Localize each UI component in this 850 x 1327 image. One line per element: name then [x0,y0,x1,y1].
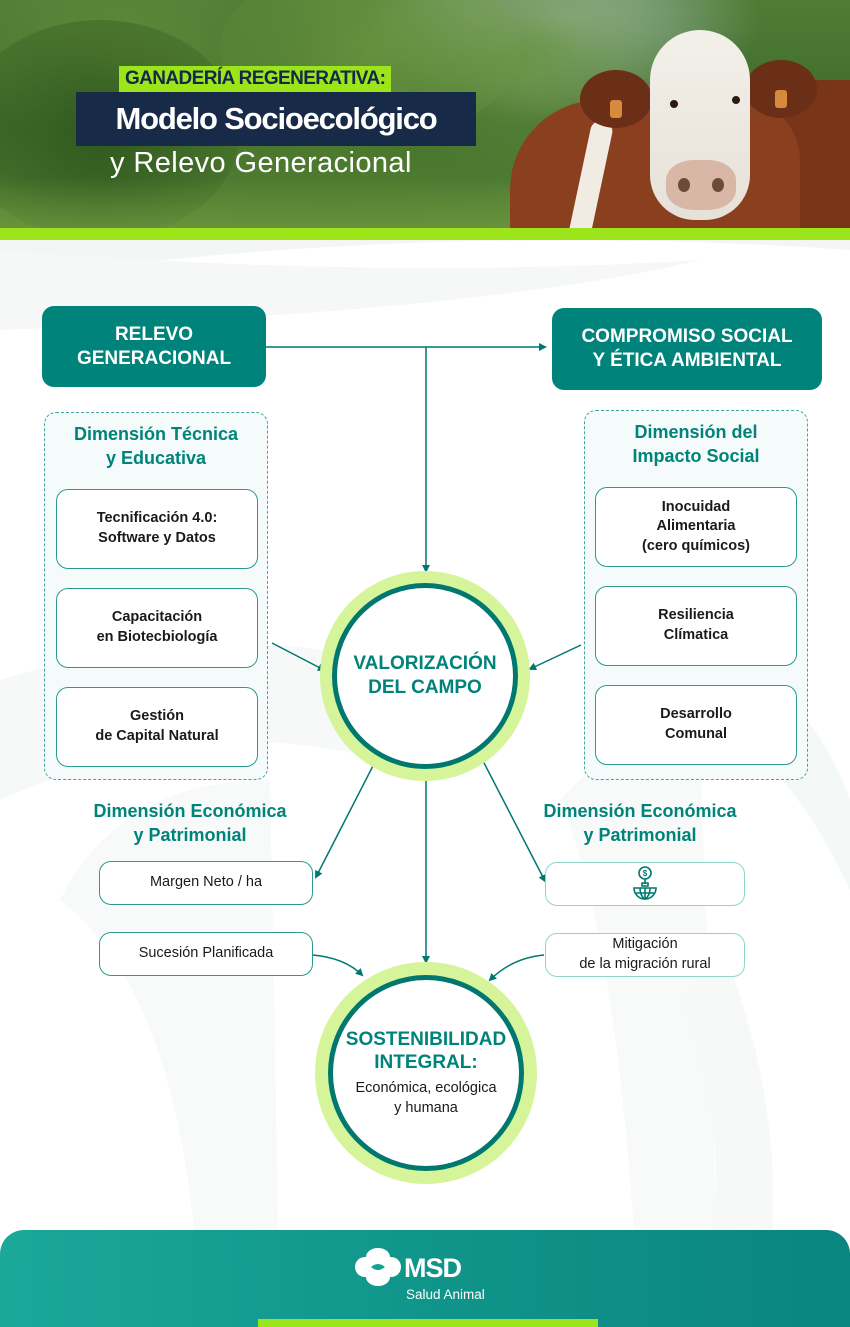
svg-text:$: $ [643,869,648,878]
item-sucesion-planificada: Sucesión Planificada [99,932,313,976]
category-relevo-generacional: RELEVO GENERACIONAL [42,306,266,387]
panel-title: Dimensión Técnica y Educativa [45,423,267,471]
brand-division: Salud Animal [406,1287,485,1302]
panel-title-line: y Educativa [105,447,207,468]
item-line: Inocuidad [661,498,731,515]
item-line: Clímatica [663,627,729,643]
lime-divider [0,228,850,240]
msd-logo-icon [355,1248,401,1286]
item-line: de la migración rural [579,956,711,972]
cow-photo [470,10,850,228]
hero-banner: GANADERÍA REGENERATIVA: Modelo Socioecol… [0,0,850,228]
item-line: Tecnificación 4.0: [96,510,218,527]
item-line: Alimentaria [656,518,736,535]
node-sostenibilidad-integral: SOSTENIBILIDAD INTEGRAL: Económica, ecol… [315,962,537,1184]
item-line: Mitigación [612,936,678,953]
eco-right-title: Dimensión Económica y Patrimonial [520,800,760,848]
item-line: Gestión [130,708,184,725]
footer [0,1230,850,1327]
node-title: SOSTENIBILIDAD INTEGRAL: [346,1028,506,1076]
item-resiliencia: Resiliencia Clímatica [595,586,797,666]
eco-title-line: Dimensión Económica [93,801,287,821]
page-subtitle: y Relevo Generacional [110,147,412,179]
item-line: en Biotecbiología [96,629,218,645]
item-line: de Capital Natural [95,728,219,744]
item-line: Sucesión Planificada [138,945,274,962]
panel-title-line: Dimensión Técnica [73,424,239,444]
node-subtitle-line: Económica, ecológica [355,1080,497,1097]
panel-title: Dimensión del Impacto Social [585,421,807,469]
category-line: RELEVO [114,323,194,345]
panel-title-line: Impacto Social [632,445,760,466]
header-title-box: Modelo Socioecológico [76,92,476,146]
item-capacitacion: Capacitación en Biotecbiología [56,588,258,668]
category-compromiso-social: COMPROMISO SOCIAL Y ÉTICA AMBIENTAL [552,308,822,390]
eco-title-line: y Patrimonial [583,824,697,845]
node-title-line: VALORIZACIÓN [353,653,497,675]
node-subtitle: Económica, ecológica y humana [355,1079,496,1118]
item-line: Resiliencia [658,607,734,624]
item-mitigacion-migracion: Mitigación de la migración rural [545,933,745,977]
item-inocuidad: Inocuidad Alimentaria (cero químicos) [595,487,797,567]
item-line: Software y Datos [98,530,216,546]
node-subtitle-line: y humana [394,1099,458,1116]
item-gestion-capital: Gestión de Capital Natural [56,687,258,767]
item-icon-box: $ [545,862,745,906]
item-desarrollo-comunal: Desarrollo Comunal [595,685,797,765]
category-line: Y ÉTICA AMBIENTAL [592,350,782,371]
footer-lime-bar [258,1319,598,1327]
item-line: (cero químicos) [642,537,750,554]
item-line: Comunal [664,726,728,742]
node-title-line: INTEGRAL: [374,1052,478,1074]
item-line: Capacitación [111,609,203,626]
panel-dimension-impacto-social: Dimensión del Impacto Social Inocuidad A… [584,410,808,780]
item-tecnificacion: Tecnificación 4.0: Software y Datos [56,489,258,569]
header-tag-text: GANADERÍA REGENERATIVA: [125,68,386,89]
eco-left-title: Dimensión Económica y Patrimonial [70,800,310,848]
node-title-line: SOSTENIBILIDAD [345,1028,507,1050]
page-title: Modelo Socioecológico [115,101,438,136]
brand-name: MSD [404,1253,462,1283]
category-line: COMPROMISO SOCIAL [581,326,793,348]
panel-dimension-tecnica: Dimensión Técnica y Educativa Tecnificac… [44,412,268,780]
category-line: GENERACIONAL [76,347,232,369]
eco-title-line: Dimensión Económica [543,801,737,821]
money-globe-icon: $ [633,866,657,900]
item-line: Desarrollo [660,706,732,723]
node-title-line: DEL CAMPO [368,677,482,698]
panel-title-line: Dimensión del [634,422,758,442]
item-margen-neto: Margen Neto / ha [99,861,313,905]
node-valorizacion-del-campo: VALORIZACIÓN DEL CAMPO [320,571,530,781]
eco-title-line: y Patrimonial [133,824,247,845]
node-title: VALORIZACIÓN DEL CAMPO [353,652,496,700]
header-tag: GANADERÍA REGENERATIVA: [119,66,392,92]
item-line: Margen Neto / ha [149,874,263,891]
